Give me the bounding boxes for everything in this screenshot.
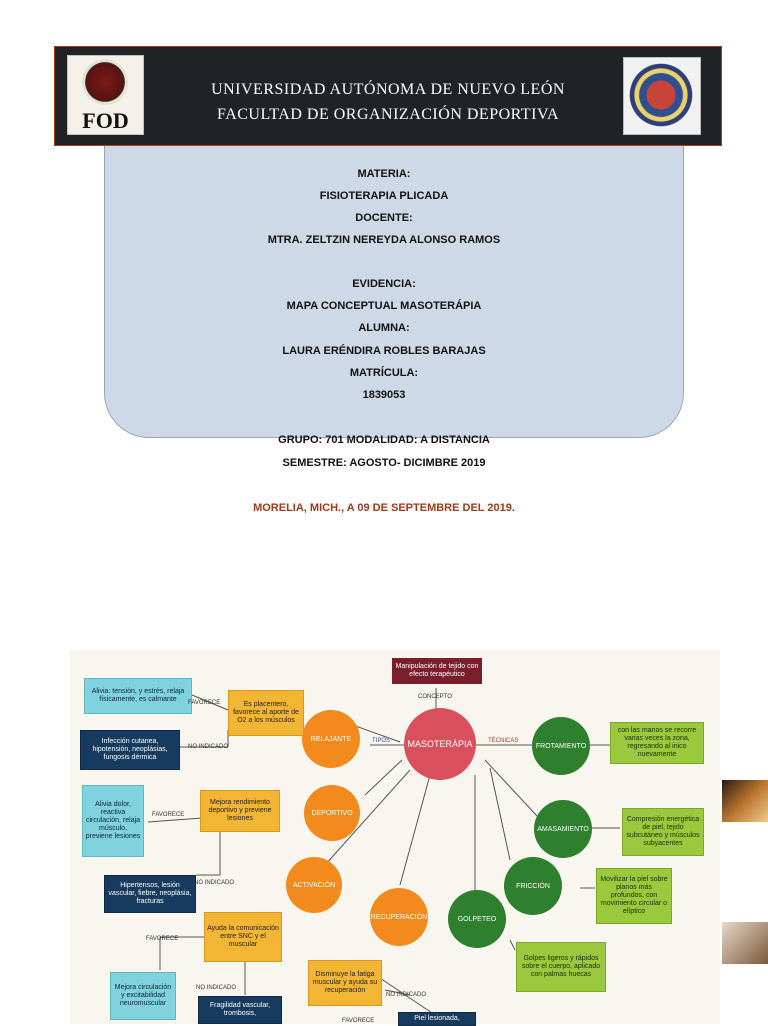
evidencia-label: EVIDENCIA: — [352, 278, 416, 290]
relajante-node: RELAJANTE — [302, 710, 360, 768]
docente-label: DOCENTE: — [355, 212, 413, 224]
matricula-label: MATRÍCULA: — [349, 367, 419, 379]
tipos-label: TIPOS — [372, 738, 391, 744]
faculty-name: FACULTAD DE ORGANIZACIÓN DEPORTIVA — [216, 106, 560, 123]
activacion-no-indicado-label: NO INDICADO — [196, 985, 237, 991]
header-title: UNIVERSIDAD AUTÓNOMA DE NUEVO LEÓN FACUL… — [55, 77, 721, 127]
info-card — [104, 146, 684, 438]
relajante-no-indicado-box: Infección cutanea, hipotensión, neoplási… — [80, 730, 180, 770]
uanl-logo — [623, 57, 701, 135]
golpeteo-desc-box: Golpes ligeros y rápidos sobre el cuerpo… — [516, 942, 606, 992]
relajante-no-indicado-label: NO INDICADO — [188, 744, 229, 750]
grupo-line: GRUPO: 701 MODALIDAD: A DISTANCIA — [278, 434, 490, 446]
fod-seal-icon — [82, 59, 128, 105]
relajante-favorece-box: Es placentero, favorece al aporte de O2 … — [228, 690, 304, 736]
deportivo-no-indicado-box: Hipertensos, lesión vascular, fiebre, ne… — [104, 875, 196, 913]
deportivo-no-indicado-label: NO INDICADO — [194, 880, 235, 886]
relajante-favorece-label: FAVORECE — [188, 700, 221, 706]
deportivo-favorece-box: Mejora rendimiento deportivo y previene … — [200, 790, 280, 832]
header-banner: FOD UNIVERSIDAD AUTÓNOMA DE NUEVO LEÓN F… — [54, 46, 722, 146]
university-name: UNIVERSIDAD AUTÓNOMA DE NUEVO LEÓN — [211, 81, 565, 98]
recuperacion-node: RECUPERACIÓN — [370, 888, 428, 946]
side-thumbnail-image — [722, 922, 768, 964]
fod-logo: FOD — [67, 55, 144, 135]
deportivo-favorece-label: FAVORECE — [152, 812, 185, 818]
activacion-node: ACTIVACIÓN — [286, 857, 342, 913]
activacion-favorece-box: Ayuda la comunicación entre SNC y el mus… — [204, 912, 282, 962]
activacion-mejora-box: Mejora circulación y excitabilidad neuro… — [110, 972, 176, 1020]
concept-map: Manipulación de tejido con efecto terapé… — [70, 650, 720, 1026]
side-thumbnail-image — [722, 780, 768, 822]
amasamiento-node: AMASAMIENTO — [534, 800, 592, 858]
deportivo-node: DEPORTIVO — [304, 785, 360, 841]
materia-value: FISIOTERAPIA PLICADA — [319, 190, 449, 202]
fod-logo-text: FOD — [82, 108, 129, 133]
materia-label: MATERIA: — [357, 168, 411, 180]
activacion-no-indicado-box: Fragilidad vascular, trombosis, — [198, 996, 282, 1024]
matricula-value: 1839053 — [362, 389, 406, 401]
golpeteo-node: GOLPETEO — [448, 890, 506, 948]
semestre-line: SEMESTRE: AGOSTO- DICIMBRE 2019 — [282, 457, 486, 469]
deportivo-alivia-box: Alivia dolor, reactiva circulación, rela… — [82, 785, 144, 857]
uanl-seal-icon — [628, 62, 694, 128]
amasamiento-desc-box: Compresión energética de piel, tejido su… — [622, 808, 704, 856]
alumna-value: LAURA ERÉNDIRA ROBLES BARAJAS — [282, 345, 486, 357]
alumna-label: ALUMNA: — [358, 322, 410, 334]
friccion-node: FRICCIÓN — [504, 857, 562, 915]
concept-definition-box: Manipulación de tejido con efecto terapé… — [392, 658, 482, 684]
docente-value: MTRA. ZELTZIN NEREYDA ALONSO RAMOS — [267, 234, 501, 246]
recuperacion-no-indicado-label: NO INDICADO — [386, 992, 427, 998]
activacion-favorece-label: FAVORECE — [146, 936, 179, 942]
masoterapia-node: MASOTERÁPIA — [404, 708, 476, 780]
relajante-alivia-box: Alivia: tensión, y estrés, relaja física… — [84, 678, 192, 714]
frotamiento-desc-box: con las manos se recorre varias veces la… — [610, 722, 704, 764]
recuperacion-favorece-box: Disminuye la fatiga muscular y ayuda su … — [308, 960, 382, 1006]
recuperacion-favorece-label: FAVORECE — [342, 1018, 375, 1024]
friccion-desc-box: Movilizar la piel sobre planos más profu… — [596, 868, 672, 924]
concepto-label: CONCEPTO — [418, 694, 452, 700]
date-line: MORELIA, MICH., A 09 DE SEPTEMBRE DEL 20… — [253, 502, 515, 514]
evidencia-value: MAPA CONCEPTUAL MASOTERÁPIA — [286, 300, 482, 312]
frotamiento-node: FROTAMIENTO — [532, 717, 590, 775]
map-connectors — [147, 688, 620, 1016]
tecnicas-label: TÉCNICAS — [488, 738, 519, 744]
